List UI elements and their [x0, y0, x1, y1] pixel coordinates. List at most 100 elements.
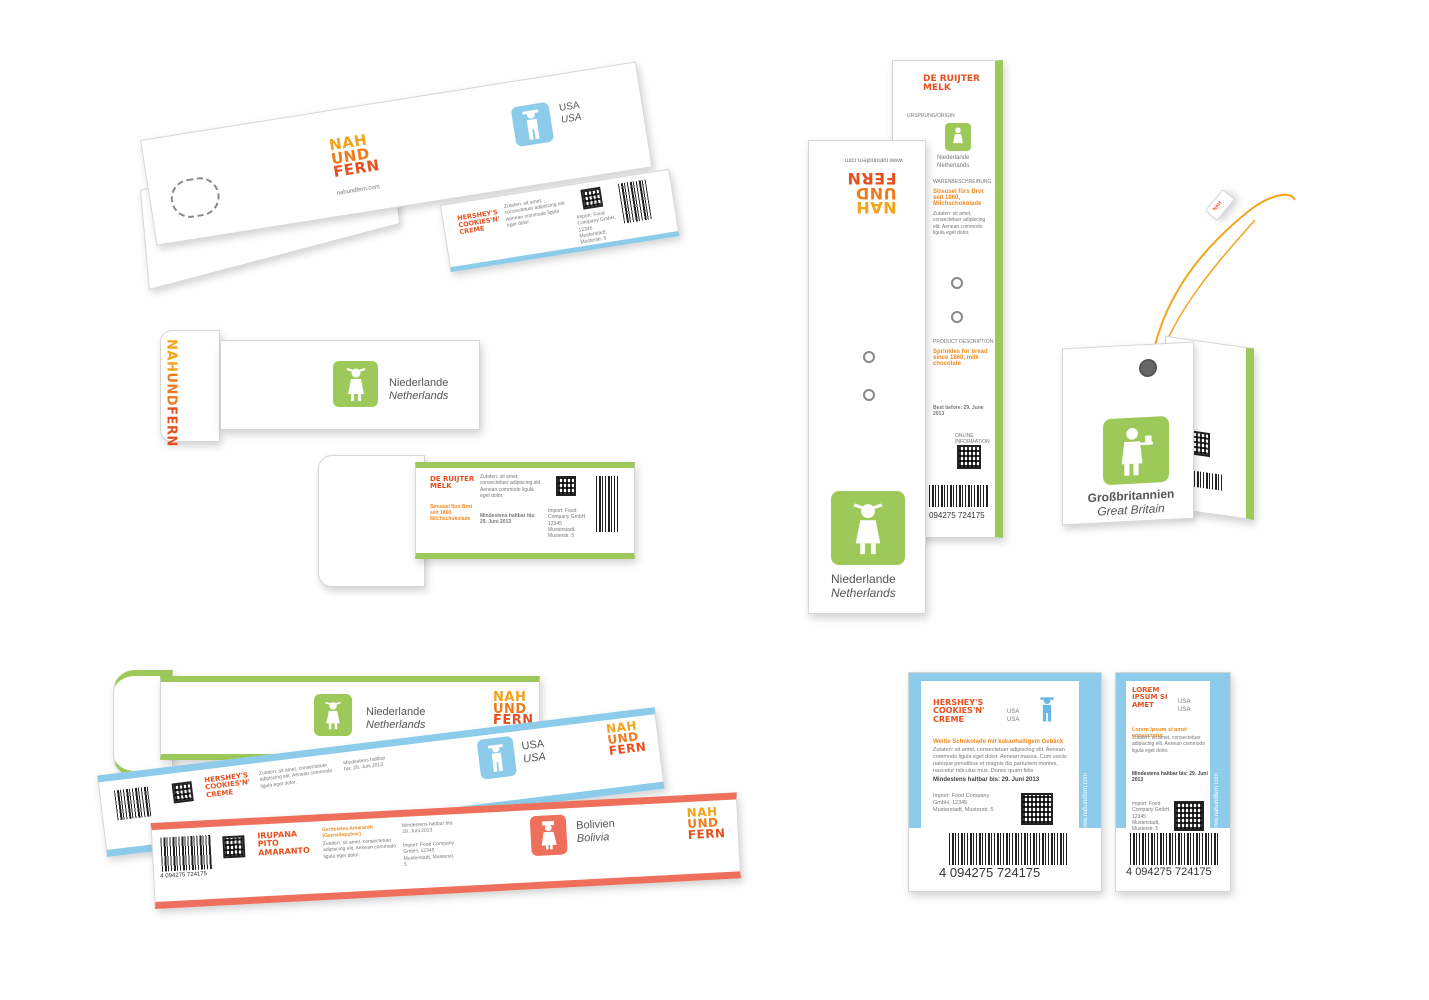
dutch-girl-icon: [953, 127, 963, 144]
hersheys-square-label: www.nahundfern.com HERSHEY'SCOOKIES'n'CR…: [908, 672, 1102, 892]
online-label: ONLINE INFORMATION: [955, 433, 990, 446]
best-before: Mindestens haltbar bis: 29. Juni 2013: [343, 755, 386, 773]
barcode: [929, 485, 989, 507]
barcode: [113, 786, 152, 821]
import-text: Import: Food Company GmbH, 12345 Musters…: [402, 840, 455, 868]
import-text: Import: Food Company GmbH, 12345 Musters…: [548, 508, 587, 539]
ingredients-text: Zutaten: sit amet, consectetuer adipisci…: [322, 837, 397, 860]
cowboy-icon: [487, 744, 504, 772]
seal-logo: NAH: [1211, 200, 1224, 213]
hang-hole: [951, 277, 963, 289]
qr-code: [171, 781, 194, 804]
origin-label: URSPRUNG/ORIGIN: [907, 113, 955, 119]
gb-icon-box: [1103, 415, 1169, 486]
cowboy-icon: [522, 109, 540, 141]
product-sub-irupana: Geröstetes Amaranth (Getreidepulver): [321, 824, 373, 840]
brand-logo-vertical: NAHUNDFERN: [163, 339, 179, 447]
dutch-girl-icon: [346, 368, 365, 401]
brand-url-vertical: www.nahundfern.com: [1083, 773, 1089, 831]
usa-icon-box: [476, 735, 518, 780]
barcode: [596, 476, 618, 532]
import-text: Import: Food Company GmbH, 12345 Musters…: [576, 210, 617, 246]
cowboy-icon: [1040, 697, 1054, 722]
label-side-stripe: [1079, 673, 1101, 828]
import-text: Import: Food Company GmbH, 12345 Musters…: [1132, 801, 1171, 832]
nl-icon-box: [314, 694, 352, 736]
product-sub-hersheys: Weiße Schokolade mit kakaohaltigem Gebäc…: [933, 739, 1064, 745]
qr-code: [1021, 793, 1053, 825]
hang-hole: [863, 389, 875, 401]
ingredients-text: Zutaten: sit amet, consectetuer adipisci…: [933, 211, 986, 236]
hang-hole: [1139, 358, 1157, 378]
barcode-number: 4 094275 724175: [1126, 866, 1212, 878]
barcode-number: 4 094275 724175: [160, 871, 208, 880]
best-before-en: Best before: 29. June 2013: [933, 405, 984, 418]
desc-label: WARENBESCHREIBUNG: [933, 179, 992, 185]
label-side-stripe: [1210, 673, 1230, 828]
barcode-number: 094275 724175: [929, 511, 985, 520]
ingredients-text: Zutaten: sit amet, consectetuer adipisci…: [258, 762, 333, 790]
nl-icon-box: [831, 491, 905, 565]
label-top-stripe: [909, 673, 1101, 681]
brand-url-vertical: www.nahundfern.com: [1214, 773, 1220, 831]
best-before: Mindestens haltbar bis: 29. Juni 2013: [480, 513, 536, 526]
label-top-stripe: [1116, 673, 1230, 681]
qr-code: [1174, 801, 1204, 831]
usa-icon-box: [510, 101, 555, 148]
label-left-stripe: [909, 673, 921, 828]
dutch-girl-icon: [853, 503, 883, 555]
nl-wrap-roll: NAHUNDFERN: [160, 330, 220, 447]
product-sub-lorem: Lorem ipsum si amet consectetur: [1132, 727, 1188, 739]
product-sub-ruijter: Streusel fürs Brot seit 1860, Milchschok…: [933, 189, 984, 207]
nl-icon-box: [333, 361, 378, 407]
butler-icon: [1121, 428, 1153, 476]
nl-icon-small: [945, 123, 971, 151]
import-text: Import: Food Company GmbH, 12345 Musters…: [933, 793, 994, 813]
dutch-girl-icon: [325, 701, 341, 730]
label-left-stripe: [1116, 673, 1126, 828]
qr-code: [556, 476, 576, 496]
nl-wrap-roll-2: [318, 455, 425, 587]
brand-url: nahundfern.com: [336, 184, 381, 197]
ingredients-text: Zutaten: sit amet, consectetuer adipisci…: [480, 474, 542, 499]
brand-url-rotated: www.nahundfern.com: [845, 156, 903, 163]
ingredients-text: Zutaten: sit amet, consectetuer adipisci…: [1132, 735, 1206, 754]
ingredients-text: Zutaten: sit amet, consectetuer adipisci…: [933, 747, 1067, 774]
hang-hole: [863, 351, 875, 363]
barcode-number: 4 094275 724175: [939, 865, 1041, 880]
bolivia-icon-box: [529, 814, 568, 857]
hang-hole: [951, 311, 963, 323]
best-before: Mindestens haltbar bis: 29. Juni 2013: [933, 777, 1040, 783]
barcode: [617, 179, 652, 224]
ingredients-text: Zutaten: sit amet, consectetuer adipisci…: [503, 197, 567, 229]
barcode: [949, 833, 1069, 865]
barcode: [1130, 833, 1220, 865]
product-sub-ruijter: Streusel fürs Brot seit 1860, Milchschok…: [430, 504, 473, 522]
